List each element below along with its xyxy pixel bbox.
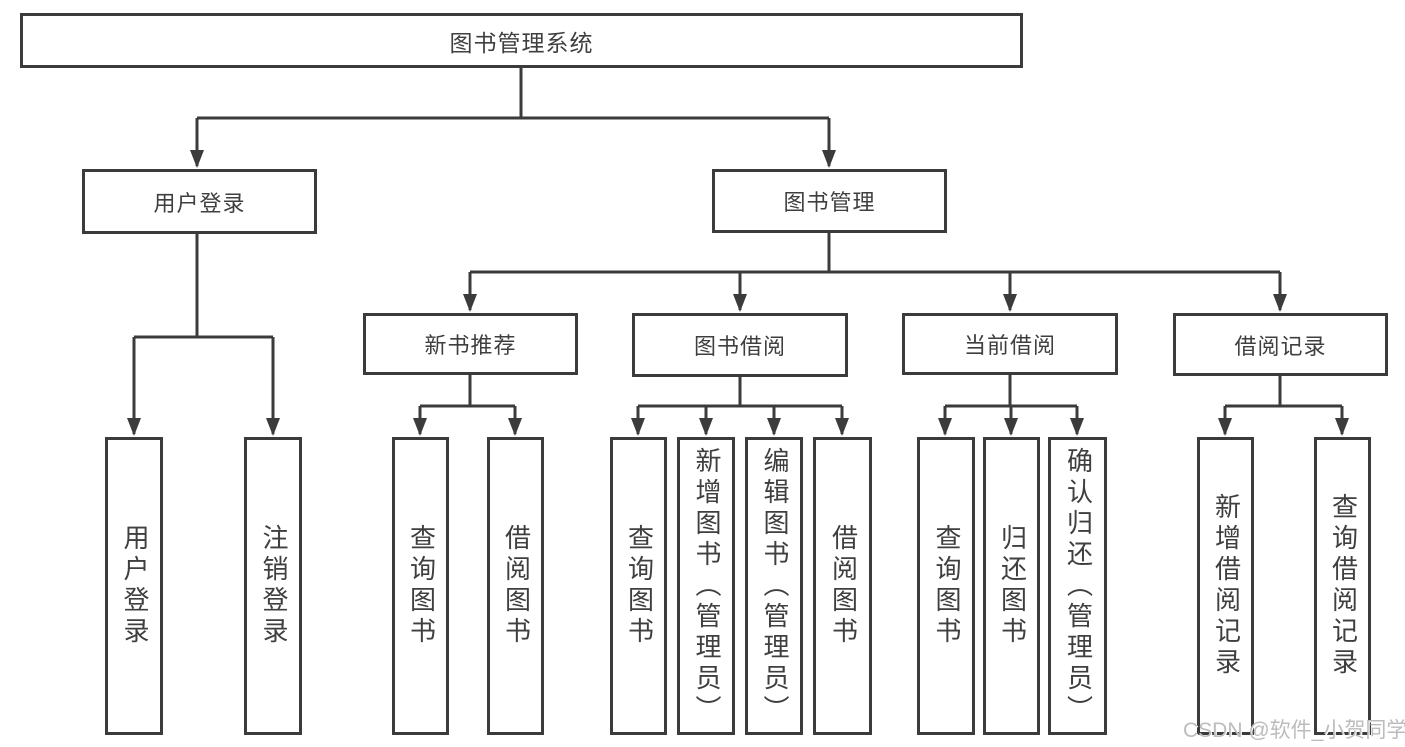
leaf-user-login: 用户登录 (105, 437, 163, 735)
node-current-borrow: 当前借阅 (902, 313, 1118, 375)
leaf-edit-books-admin: 编辑图书（管理员） (745, 437, 803, 735)
node-current-borrow-label: 当前借阅 (963, 333, 1056, 358)
leaf-query-books-current: 查询图书 (917, 437, 975, 735)
csdn-watermark: CSDN @软件_小贺同学 (1183, 719, 1405, 742)
node-new-book-recommend-label: 新书推荐 (424, 333, 517, 358)
leaf-query-books-recommend: 查询图书 (392, 437, 449, 735)
leaf-borrow-books: 借阅图书 (813, 437, 872, 735)
node-user-login-label: 用户登录 (153, 190, 246, 216)
leaf-add-books-admin: 新增图书（管理员） (677, 437, 735, 735)
node-book-management-label: 图书管理 (783, 190, 876, 215)
leaf-query-books-borrow: 查询图书 (610, 437, 667, 735)
node-book-borrow: 图书借阅 (632, 313, 848, 377)
node-book-management: 图书管理 (712, 169, 947, 233)
node-new-book-recommend: 新书推荐 (363, 313, 578, 375)
node-borrow-records-label: 借阅记录 (1234, 333, 1327, 359)
connector-skeleton (134, 68, 1342, 408)
node-root-label: 图书管理系统 (449, 29, 594, 56)
leaf-query-borrow-record: 查询借阅记录 (1314, 437, 1371, 735)
arrowheads (127, 118, 1349, 436)
leaf-borrow-books-recommend: 借阅图书 (487, 437, 544, 735)
node-root-library-system: 图书管理系统 (20, 13, 1023, 68)
node-borrow-records: 借阅记录 (1173, 313, 1388, 376)
leaf-logout: 注销登录 (244, 437, 302, 735)
node-user-login: 用户登录 (82, 169, 317, 234)
leaf-return-books: 归还图书 (983, 437, 1040, 735)
node-book-borrow-label: 图书借阅 (693, 334, 786, 359)
leaf-confirm-return-admin: 确认归还（管理员） (1048, 437, 1107, 735)
leaf-add-borrow-record: 新增借阅记录 (1197, 437, 1254, 735)
